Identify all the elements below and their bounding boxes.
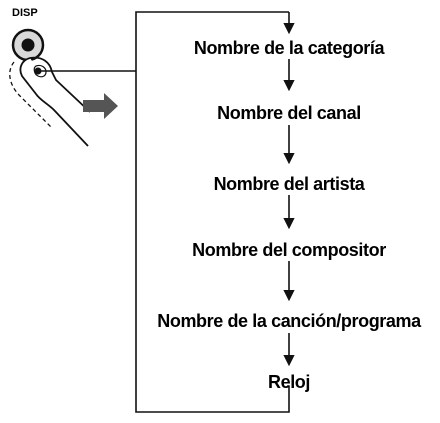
step-label-song-program-name: Nombre de la canción/programa [157, 311, 422, 331]
step-label-clock: Reloj [268, 372, 310, 392]
right-arrow-icon [83, 93, 118, 119]
step-label-category-name: Nombre de la categoría [194, 38, 386, 58]
finger-press-icon [9, 56, 91, 147]
step-label-channel-name: Nombre del canal [217, 103, 361, 123]
step-label-artist-name: Nombre del artista [214, 174, 366, 194]
loop-top-line [135, 11, 289, 71]
step-label-composer-name: Nombre del compositor [192, 240, 386, 260]
disp-button-icon[interactable] [11, 28, 45, 62]
disp-button-label: DISP [12, 7, 38, 19]
loop-return-line [135, 71, 290, 413]
